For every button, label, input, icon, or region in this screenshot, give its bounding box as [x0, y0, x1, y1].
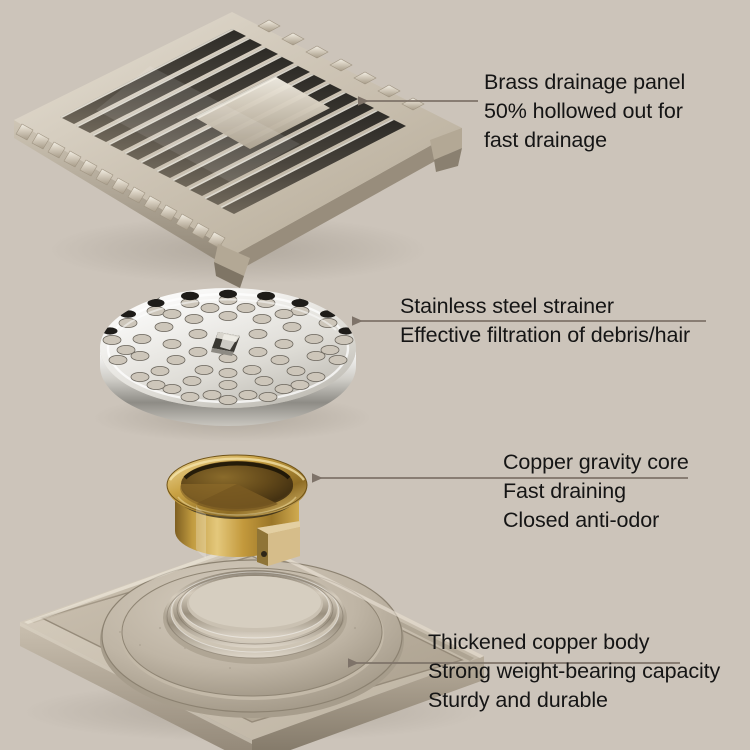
callout-strainer-line-2: Effective filtration of debris/hair [400, 323, 691, 347]
callout-stainless-steel-strainer: Stainless steel strainer Effective filtr… [400, 292, 690, 350]
callout-core-line-2: Fast draining [503, 479, 626, 503]
callout-grate-line-2: 50% hollowed out for [484, 99, 683, 123]
stainless-steel-strainer-art [92, 288, 372, 442]
callout-core-line-1: Copper gravity core [503, 450, 689, 474]
thickened-copper-body-art [20, 540, 484, 750]
callout-grate-line-1: Brass drainage panel [484, 70, 686, 94]
callout-body-line-3: Sturdy and durable [428, 688, 608, 712]
copper-gravity-core-art [166, 454, 308, 566]
callout-copper-gravity-core: Copper gravity core Fast draining Closed… [503, 448, 689, 535]
callout-thickened-copper-body: Thickened copper body Strong weight-bear… [428, 628, 720, 715]
callout-body-line-1: Thickened copper body [428, 630, 650, 654]
callout-core-line-3: Closed anti-odor [503, 508, 660, 532]
callout-brass-drainage-panel: Brass drainage panel 50% hollowed out fo… [484, 68, 685, 155]
brass-drainage-panel-art [14, 12, 462, 288]
callout-grate-line-3: fast drainage [484, 128, 608, 152]
callout-body-line-2: Strong weight-bearing capacity [428, 659, 721, 683]
callout-strainer-line-1: Stainless steel strainer [400, 294, 614, 318]
leader-lines [312, 96, 706, 668]
